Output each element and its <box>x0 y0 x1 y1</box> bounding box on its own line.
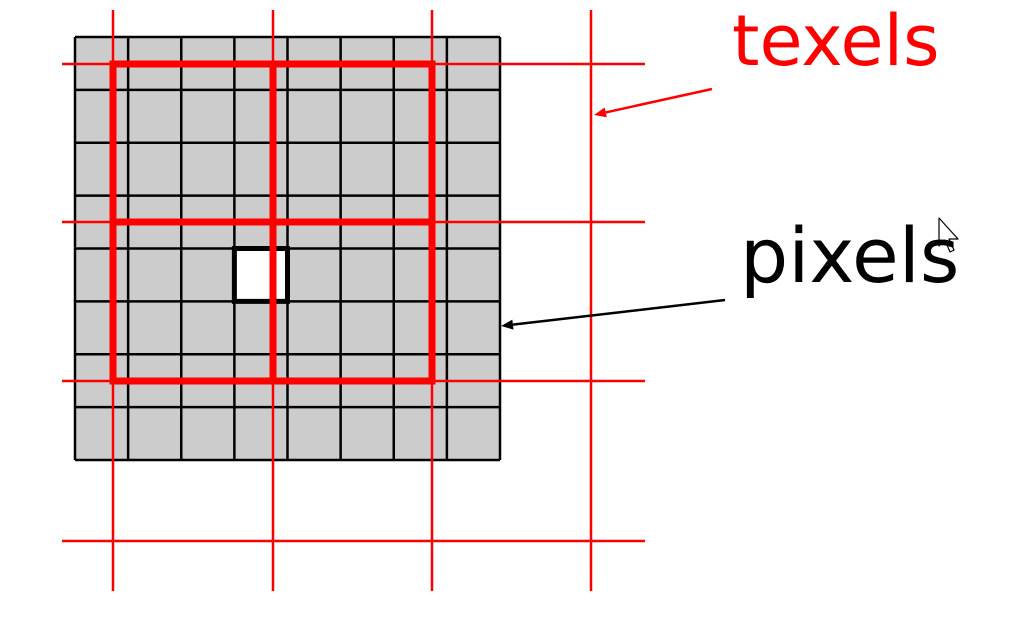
cursor-layer <box>938 217 959 253</box>
highlighted-pixel-fill <box>234 248 288 302</box>
texels-arrow-head <box>594 107 607 118</box>
highlighted-pixel <box>231 246 290 304</box>
pixels-label: pixels <box>740 211 960 300</box>
arrows <box>501 87 726 330</box>
mouse-pointer-icon <box>938 217 959 253</box>
texels-label: texels <box>732 0 940 82</box>
texels-arrow <box>594 87 713 118</box>
pixels-arrow <box>501 298 726 330</box>
texel-grid <box>62 10 645 591</box>
pixels-arrow-head <box>501 319 514 330</box>
pixel-grid <box>73 35 502 462</box>
pixels-arrow-shaft <box>512 298 726 326</box>
texels-arrow-shaft <box>605 87 713 114</box>
